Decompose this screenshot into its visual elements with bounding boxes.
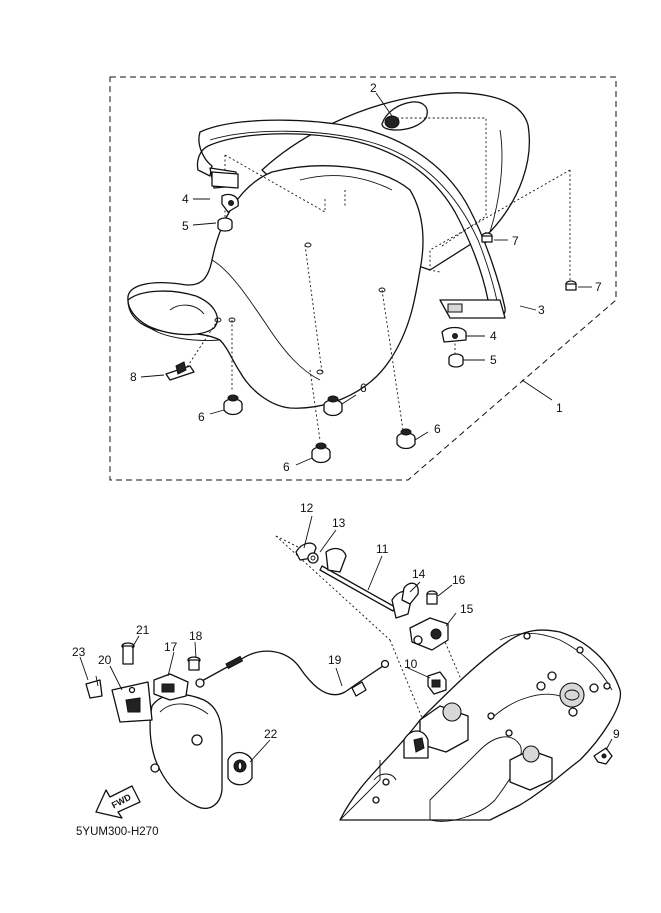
callout-10: 10 bbox=[404, 657, 418, 671]
damper-3 bbox=[396, 428, 416, 450]
callout-17: 17 bbox=[164, 640, 178, 654]
bolt-rear-2 bbox=[565, 280, 577, 291]
seat bbox=[127, 92, 531, 409]
callout-14: 14 bbox=[412, 567, 426, 581]
seat-lock-cable bbox=[195, 650, 390, 697]
frame-clip bbox=[593, 747, 613, 765]
bolt-rear-1 bbox=[481, 232, 493, 243]
callout-3: 3 bbox=[538, 303, 545, 317]
callout-23: 23 bbox=[72, 645, 86, 659]
callout-4-rear: 4 bbox=[490, 329, 497, 343]
lock-bracket bbox=[409, 617, 449, 651]
callout-11: 11 bbox=[376, 542, 389, 556]
callout-18: 18 bbox=[189, 629, 203, 643]
callout-12: 12 bbox=[300, 501, 314, 515]
callout-1: 1 bbox=[556, 401, 563, 415]
lock-damper bbox=[427, 671, 447, 695]
bracket-clip bbox=[85, 675, 103, 699]
callout-8: 8 bbox=[130, 370, 137, 384]
damper-4 bbox=[311, 442, 331, 464]
callout-2: 2 bbox=[370, 81, 377, 95]
callout-16: 16 bbox=[452, 573, 466, 587]
seat-lock-cylinder bbox=[227, 751, 253, 786]
callout-7-upper: 7 bbox=[512, 234, 519, 248]
damper-1 bbox=[223, 394, 243, 416]
seat-assembly-boundary bbox=[109, 76, 617, 481]
callout-6-c: 6 bbox=[434, 422, 441, 436]
lock-shaft bbox=[319, 547, 413, 619]
side-cover-panel bbox=[149, 693, 223, 809]
cable-holder bbox=[153, 673, 189, 701]
bolt-lock bbox=[426, 590, 438, 605]
callout-5-front: 5 bbox=[182, 219, 189, 233]
fwd-arrow-icon: FWD bbox=[95, 785, 141, 819]
callout-6-b: 6 bbox=[360, 381, 367, 395]
rear-frame bbox=[339, 629, 622, 822]
nut-rear bbox=[448, 353, 464, 368]
seat-hook-front bbox=[211, 171, 239, 213]
seat-clip bbox=[165, 361, 195, 381]
seat-hook-rear bbox=[441, 326, 467, 343]
callout-9: 9 bbox=[613, 727, 620, 741]
callout-21: 21 bbox=[136, 623, 150, 637]
callout-19: 19 bbox=[328, 653, 342, 667]
callout-20: 20 bbox=[98, 653, 112, 667]
callout-5-rear: 5 bbox=[490, 353, 497, 367]
bolt-holder bbox=[187, 656, 201, 671]
bolt-bracket bbox=[121, 642, 135, 665]
washer bbox=[307, 552, 319, 564]
callout-7-lower: 7 bbox=[595, 280, 602, 294]
callout-22: 22 bbox=[264, 727, 278, 741]
callout-6-d: 6 bbox=[283, 460, 290, 474]
callout-15: 15 bbox=[460, 602, 474, 616]
cable-bracket bbox=[111, 681, 153, 723]
damper-2 bbox=[323, 395, 343, 417]
callout-4-front: 4 bbox=[182, 192, 189, 206]
callout-6-a: 6 bbox=[198, 410, 205, 424]
nut-front bbox=[217, 217, 233, 232]
diagram-code: 5YUM300-H270 bbox=[76, 826, 158, 838]
callout-13: 13 bbox=[332, 516, 346, 530]
